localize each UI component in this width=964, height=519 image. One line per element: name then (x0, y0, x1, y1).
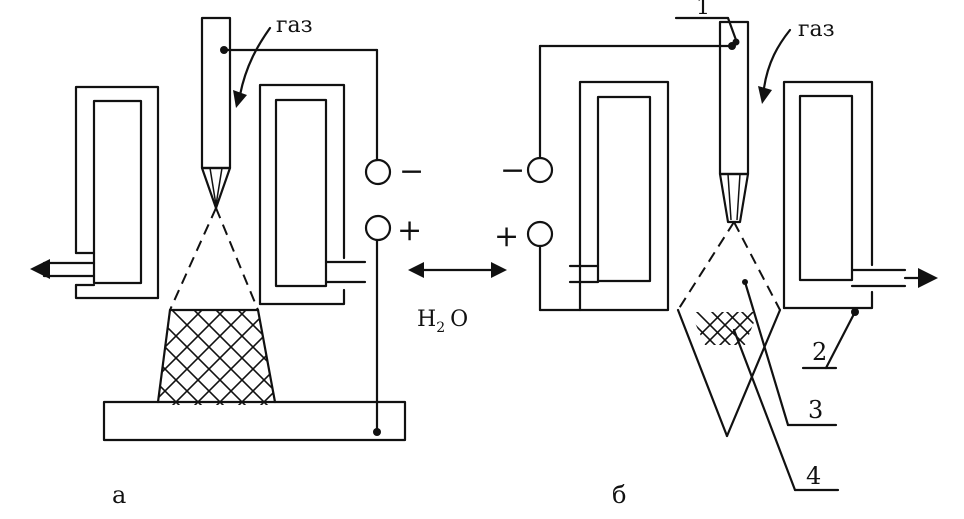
panel-b-plus-terminal (526, 220, 554, 248)
panel-b-gas-arrow (762, 28, 792, 90)
panel-a-left-coil (30, 85, 160, 300)
panel-b-callout-1: 1 (674, 0, 740, 46)
panel-b-arc (676, 221, 782, 438)
panel-a-gas-label: газ (276, 13, 313, 38)
svg-text:1: 1 (696, 0, 710, 20)
panel-a-gas-arrow (238, 26, 272, 97)
panel-b-callout-2: 2 (801, 308, 859, 370)
panel-a-workpiece (102, 400, 407, 442)
panel-b-minus-terminal (526, 156, 554, 184)
panel-b-electrode (718, 20, 750, 224)
panel-a-minus-terminal (364, 158, 392, 186)
panel-a-minus-sign: − (399, 154, 424, 189)
panel-a: газ − + (30, 13, 424, 509)
panel-b-minus-sign: − (500, 153, 525, 188)
svg-text:3: 3 (808, 396, 823, 424)
panel-b-left-coil (568, 80, 670, 312)
panel-b-droplet-hatch (690, 312, 758, 345)
panel-b-callout-4: 4 (732, 328, 840, 492)
svg-text:4: 4 (806, 462, 821, 490)
panel-a-arc (156, 207, 277, 405)
panel-b-right-coil (782, 80, 938, 310)
panel-b-gas-arrowhead (758, 86, 772, 104)
panel-b-callout-3: 3 (743, 280, 838, 427)
panel-b-caption: б (612, 481, 626, 509)
panel-a-weld-pool-hatch (158, 310, 275, 405)
panel-b-wiring (538, 42, 736, 312)
panel-a-wiring (220, 46, 381, 436)
panel-a-right-coil (258, 83, 367, 306)
panel-a-gas-arrowhead (233, 90, 247, 108)
svg-text:2: 2 (812, 338, 827, 366)
panel-a-plus-sign: + (397, 213, 422, 248)
panel-b-plus-sign: + (494, 219, 519, 254)
panel-b: − + (494, 0, 938, 509)
panel-b-gas-label: газ (798, 17, 835, 42)
panel-a-plus-terminal (364, 214, 392, 242)
panel-a-electrode (200, 16, 232, 210)
panel-a-caption: а (112, 481, 126, 509)
